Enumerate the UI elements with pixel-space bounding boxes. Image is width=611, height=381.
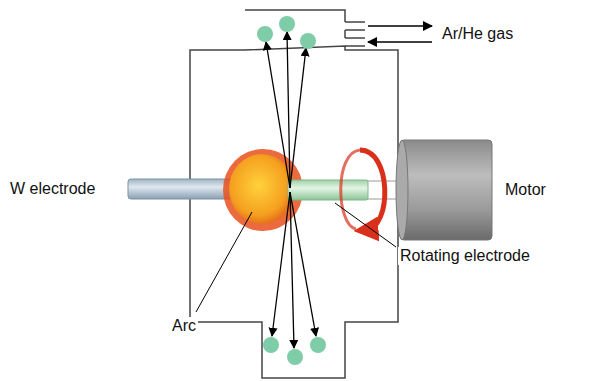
leader-line: [196, 212, 252, 312]
leader-line: [335, 203, 396, 247]
electrode-label: W electrode: [8, 180, 97, 198]
gas-port: [345, 22, 365, 46]
gas-in-arrow: [368, 41, 432, 43]
particle-trajectory: [266, 32, 316, 348]
rotating-electrode: [288, 180, 368, 200]
rotation-arrow: [360, 150, 385, 230]
electrode-label: Rotating electrode: [398, 247, 532, 265]
rotation-arrow-back: [341, 150, 360, 229]
gas-label: Ar/He gas: [440, 25, 515, 43]
motor: [400, 140, 492, 240]
gas-out-arrow: [368, 25, 432, 27]
arc-label: Arc: [170, 317, 198, 335]
motor-label: Motor: [503, 181, 548, 199]
motor-face: [396, 140, 408, 240]
powder-particle: [257, 16, 326, 365]
arc: [229, 154, 295, 224]
